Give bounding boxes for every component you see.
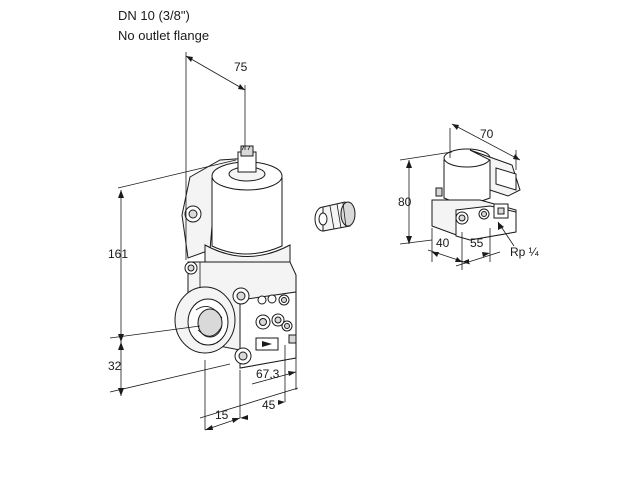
dim-161: 161 — [108, 247, 128, 261]
arrowheads — [118, 56, 520, 430]
dim-15: 15 — [215, 408, 229, 422]
dim-55: 55 — [470, 236, 484, 250]
dim-70: 70 — [480, 127, 494, 141]
dim-45: 45 — [262, 398, 276, 412]
dim-40: 40 — [436, 236, 450, 250]
dim-67-3: 67,3 — [256, 367, 280, 381]
main-valve — [174, 145, 297, 369]
dimension-labels: 75 161 32 67,3 45 15 70 80 40 55 Rp ¼ — [108, 60, 540, 422]
bolts — [184, 261, 293, 365]
dimension-lines — [109, 52, 521, 431]
cable-gland — [314, 201, 356, 232]
dim-80: 80 — [398, 195, 412, 209]
small-valve — [431, 148, 521, 241]
inlet-port — [174, 286, 236, 354]
front-fittings — [255, 313, 297, 351]
diagram-subtitle: No outlet flange — [118, 28, 210, 43]
dim-32: 32 — [108, 359, 122, 373]
dim-rp-quarter: Rp ¼ — [510, 245, 540, 259]
dim-75: 75 — [234, 60, 248, 74]
diagram-title: DN 10 (3/8") — [118, 8, 190, 23]
